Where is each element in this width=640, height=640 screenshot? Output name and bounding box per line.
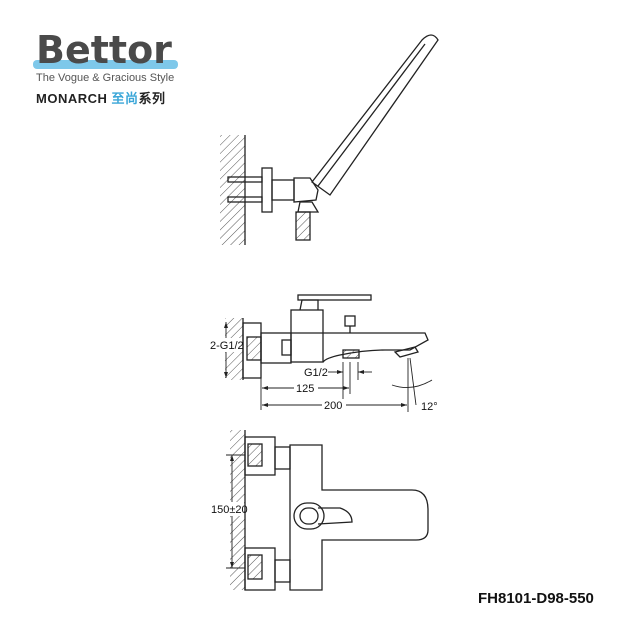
dim-inlet: 2-G1/2 xyxy=(210,340,244,352)
hand-shower-view xyxy=(220,34,439,245)
series-name: MONARCH 至尚系列 xyxy=(36,88,166,107)
logo-swoosh xyxy=(33,60,178,69)
brand-logo: Bettor xyxy=(36,28,172,72)
side-view xyxy=(225,294,429,380)
front-view xyxy=(226,430,429,591)
dim-angle: 12° xyxy=(421,401,438,413)
dim-200: 200 xyxy=(324,400,342,412)
series-cn-suffix: 系列 xyxy=(138,91,166,106)
dim-outlet: G1/2 xyxy=(304,367,328,379)
model-number: FH8101-D98-550 xyxy=(478,590,594,607)
brand-tagline: The Vogue & Gracious Style xyxy=(36,72,175,84)
dimension-lines xyxy=(225,322,433,412)
dim-125: 125 xyxy=(296,383,314,395)
series-en: MONARCH xyxy=(36,91,108,106)
series-cn: 至尚 xyxy=(111,91,139,106)
dim-centers: 150±20 xyxy=(211,504,248,516)
